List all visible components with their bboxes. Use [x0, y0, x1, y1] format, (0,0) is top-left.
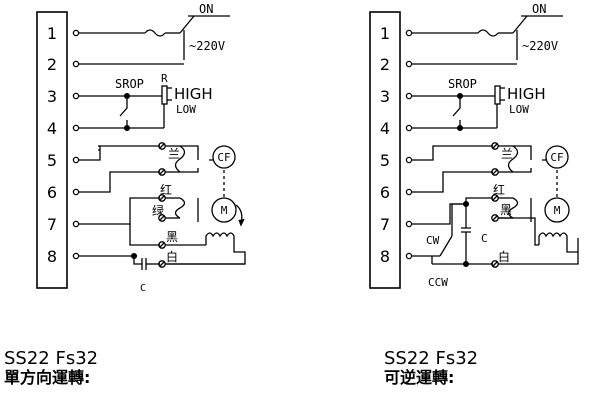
terminal-1-r — [405, 29, 413, 37]
motor-winding-a — [174, 197, 186, 219]
fuse-symbol — [144, 29, 166, 37]
label-blue: 兰 — [168, 147, 180, 161]
terminal-number: 5 — [47, 151, 57, 170]
caption-right: SS22 Fs32 可逆運轉: — [384, 350, 478, 386]
terminal-2 — [72, 60, 80, 68]
label-high: HIGH — [174, 85, 213, 103]
label-r: R — [161, 72, 168, 85]
label-c: C — [140, 283, 146, 294]
terminal-number: 4 — [47, 119, 57, 138]
terminal-number: 6 — [47, 183, 57, 202]
label-ccw: CCW — [428, 276, 448, 289]
fuse-symbol-r — [477, 29, 499, 37]
capacitor-c-r — [461, 227, 471, 233]
terminal-number: 5 — [380, 151, 390, 170]
terminal-number: 3 — [47, 87, 57, 106]
label-red: 红 — [160, 182, 172, 197]
label-c-r: C — [481, 232, 488, 245]
terminal-block-left — [36, 11, 68, 289]
terminal-6-r — [405, 188, 413, 196]
terminal-7 — [72, 220, 80, 228]
terminal-8 — [72, 252, 80, 260]
terminal-3-r — [405, 92, 413, 100]
terminal-number: 8 — [47, 247, 57, 266]
label-black-r: 黑 — [500, 203, 512, 217]
label-low-r: LOW — [509, 103, 529, 116]
terminal-1 — [72, 29, 80, 37]
label-voltage: ~220V — [189, 39, 225, 53]
terminal-7-r — [405, 220, 413, 228]
terminal-number: 1 — [380, 24, 390, 43]
label-high-r: HIGH — [507, 85, 546, 103]
terminal-number: 6 — [380, 183, 390, 202]
terminal-8-r — [405, 252, 413, 260]
diagram-left — [36, 11, 246, 289]
label-white: 白 — [166, 249, 178, 264]
label-on: ON — [199, 2, 213, 16]
terminal-5 — [72, 156, 80, 164]
caption-right-title: SS22 Fs32 — [384, 348, 479, 369]
motor-winding-b — [165, 232, 246, 265]
terminal-number: 7 — [47, 215, 57, 234]
motor-circle — [211, 197, 237, 223]
power-switch — [179, 15, 195, 34]
terminal-number: 1 — [47, 24, 57, 43]
power-switch-r — [512, 15, 528, 34]
label-cw: CW — [426, 234, 440, 247]
terminal-block-right — [369, 11, 401, 289]
terminal-2-r — [405, 60, 413, 68]
label-low: LOW — [176, 103, 196, 116]
cf-fan-circle-r — [545, 145, 569, 169]
cf-fan-circle — [212, 145, 236, 169]
terminal-number: 4 — [380, 119, 390, 138]
label-black: 黑 — [166, 230, 178, 244]
terminal-4-r — [405, 124, 413, 132]
label-white-r: 白 — [498, 249, 510, 264]
terminal-number: 8 — [380, 247, 390, 266]
diagram-right — [369, 11, 579, 289]
label-green: 绿 — [152, 203, 164, 218]
cf-winding — [174, 145, 186, 173]
cw-ccw-switch — [439, 235, 453, 257]
label-srop: SROP — [115, 77, 144, 91]
label-on-r: ON — [532, 2, 546, 16]
label-red-r: 红 — [493, 182, 505, 197]
srop-switch-r — [452, 96, 461, 117]
caption-right-subtitle: 可逆運轉: — [384, 368, 455, 387]
label-cf-r: CF — [550, 151, 563, 164]
label-srop-r: SROP — [448, 77, 477, 91]
resistor-r-r — [494, 85, 501, 105]
terminal-4 — [72, 124, 80, 132]
caption-left-title: SS22 Fs32 — [4, 348, 99, 369]
label-cf: CF — [217, 151, 230, 164]
terminal-number: 2 — [380, 55, 390, 74]
terminal-number: 3 — [380, 87, 390, 106]
terminal-6 — [72, 188, 80, 196]
resistor-r — [161, 85, 168, 105]
label-m: M — [221, 204, 228, 217]
capacitor-c — [141, 258, 147, 270]
label-m-r: M — [554, 204, 561, 217]
motor-circle-r — [544, 197, 570, 223]
caption-left-subtitle: 單方向運轉: — [4, 368, 91, 387]
caption-left: SS22 Fs32 單方向運轉: — [4, 350, 98, 386]
terminal-number: 7 — [380, 215, 390, 234]
label-blue-r: 兰 — [501, 147, 513, 161]
srop-switch — [119, 96, 128, 117]
label-voltage-r: ~220V — [522, 39, 558, 53]
terminal-5-r — [405, 156, 413, 164]
terminal-number: 2 — [47, 55, 57, 74]
terminal-3 — [72, 92, 80, 100]
